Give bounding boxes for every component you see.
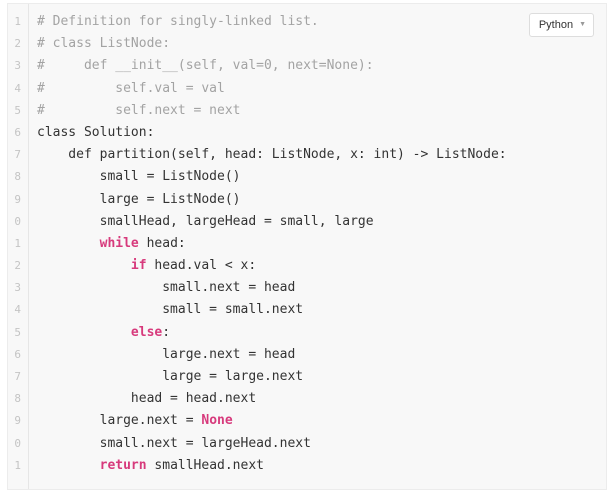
code-line[interactable]: 4 # self.val = val: [8, 78, 606, 100]
line-number: 3: [14, 281, 21, 295]
code-line[interactable]: 1 while head:: [8, 233, 606, 255]
code-text: large.next = None: [37, 410, 233, 432]
code-keyword: else: [130, 324, 163, 340]
line-number: 0: [14, 436, 21, 450]
line-number: 2: [14, 259, 21, 273]
code-text: # Definition for singly-linked list.: [37, 11, 319, 33]
code-token: def partition(self, head: ListNode, x: i…: [37, 147, 507, 163]
code-line[interactable]: 2 # class ListNode:: [8, 33, 606, 55]
code-text: if head.val < x:: [37, 255, 256, 277]
code-text: def partition(self, head: ListNode, x: i…: [37, 144, 507, 166]
code-text: # self.next = next: [37, 100, 241, 122]
line-number: 0: [14, 214, 21, 228]
code-text: # def __init__(self, val=0, next=None):: [37, 55, 374, 77]
code-token: large = ListNode(): [37, 191, 241, 207]
line-number: 9: [14, 414, 21, 428]
line-number: 5: [14, 103, 21, 117]
code-line[interactable]: 9 large.next = None: [8, 410, 606, 432]
code-token: [37, 325, 131, 340]
code-token: [37, 458, 100, 473]
line-number: 8: [14, 392, 21, 406]
code-text: small.next = head: [37, 277, 295, 299]
code-line[interactable]: 3 # def __init__(self, val=0, next=None):: [8, 55, 606, 77]
line-number: 7: [14, 370, 21, 383]
code-token: head:: [138, 235, 186, 251]
code-line[interactable]: 2 if head.val < x:: [8, 255, 606, 277]
code-token: smallHead.next: [146, 457, 264, 473]
code-text: small = ListNode(): [37, 166, 241, 188]
code-text: head = head.next: [37, 388, 256, 410]
code-line[interactable]: 3 small.next = head: [8, 277, 606, 299]
chevron-down-icon: ▼: [579, 21, 586, 28]
code-line[interactable]: 8 small = ListNode(): [8, 166, 606, 188]
code-comment: # class ListNode:: [37, 36, 171, 52]
code-token: small = ListNode(): [37, 169, 241, 185]
code-text: class Solution:: [37, 122, 154, 144]
code-line[interactable]: 5 # self.next = next: [8, 100, 606, 122]
code-line[interactable]: 6 large.next = head: [8, 344, 606, 366]
code-text: small.next = largeHead.next: [37, 433, 311, 455]
line-number: 8: [14, 170, 21, 184]
code-comment: # Definition for singly-linked list.: [37, 14, 319, 29]
code-text: # class ListNode:: [37, 33, 170, 55]
code-token: small = small.next: [37, 302, 304, 318]
code-token: class Solution:: [37, 124, 155, 140]
code-comment: # self.val = val: [37, 80, 225, 96]
code-comment: # def __init__(self, val=0, next=None):: [37, 58, 374, 74]
code-token: [37, 258, 131, 273]
line-number-gutter: [8, 4, 29, 489]
code-line[interactable]: 9 large = ListNode(): [8, 189, 606, 211]
line-number: 4: [14, 303, 21, 317]
line-number: 2: [14, 37, 21, 51]
code-token: large.next =: [37, 413, 202, 429]
code-text: # self.val = val: [37, 78, 225, 100]
code-token: head.val < x:: [146, 258, 257, 274]
code-token: large.next = head: [37, 346, 296, 362]
code-text: large = ListNode(): [37, 189, 241, 211]
code-token: :: [162, 324, 171, 340]
line-number: 1: [14, 236, 21, 250]
line-number: 6: [14, 347, 21, 361]
code-text: else:: [37, 322, 170, 344]
code-token: [37, 236, 100, 251]
code-lines[interactable]: 1 # Definition for singly-linked list. 2 # …: [8, 11, 606, 477]
code-line[interactable]: 7 def partition(self, head: ListNode, x:…: [8, 144, 606, 166]
code-keyword: if: [130, 258, 147, 274]
code-text: return smallHead.next: [37, 455, 264, 477]
code-token: large = large.next: [37, 369, 304, 384]
code-token: smallHead, largeHead = small, large: [37, 213, 374, 229]
language-select[interactable]: Python ▼: [528, 13, 594, 37]
code-text: large = large.next: [37, 366, 303, 388]
code-token: small.next = largeHead.next: [37, 435, 311, 451]
code-line[interactable]: 4 small = small.next: [8, 299, 606, 321]
line-number: 4: [14, 81, 21, 95]
code-token: small.next = head: [37, 280, 296, 296]
line-number: 1: [14, 458, 21, 472]
code-line[interactable]: 7 large = large.next: [8, 366, 606, 388]
code-token: head = head.next: [37, 391, 257, 407]
line-number: 6: [14, 125, 21, 139]
line-number: 7: [14, 148, 21, 162]
code-line[interactable]: 0 small.next = largeHead.next: [8, 433, 606, 455]
code-line[interactable]: 5 else:: [8, 322, 606, 344]
line-number: 9: [14, 192, 21, 206]
code-text: small = small.next: [37, 299, 303, 321]
code-line[interactable]: 6 class Solution:: [8, 122, 606, 144]
code-line[interactable]: 1 # Definition for singly-linked list.: [8, 11, 606, 33]
code-keyword: return: [99, 457, 147, 473]
code-line[interactable]: 0 smallHead, largeHead = small, large: [8, 211, 606, 233]
line-number: 1: [14, 15, 21, 28]
code-text: large.next = head: [37, 344, 295, 366]
code-line[interactable]: 8 head = head.next: [8, 388, 606, 410]
code-keyword: while: [99, 235, 139, 251]
code-text: smallHead, largeHead = small, large: [37, 211, 374, 233]
code-line[interactable]: 1 return smallHead.next: [8, 455, 606, 477]
line-number: 5: [14, 325, 21, 339]
code-editor[interactable]: 1 # Definition for singly-linked list. 2 # …: [7, 3, 607, 490]
code-comment: # self.next = next: [37, 102, 241, 118]
code-text: while head:: [37, 233, 186, 255]
line-number: 3: [14, 59, 21, 73]
code-keyword: None: [201, 413, 233, 429]
language-select-label: Python: [538, 19, 574, 31]
